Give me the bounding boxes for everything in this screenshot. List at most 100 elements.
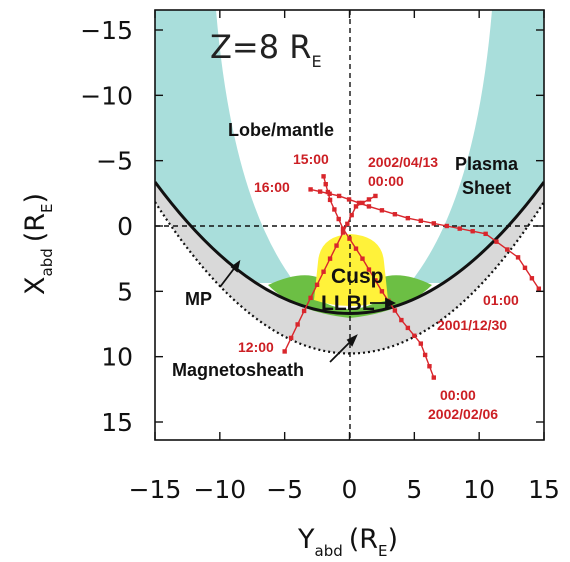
trajectory-marker (392, 212, 398, 217)
traj-label-0000-a: 00:00 (368, 173, 404, 189)
trajectory-marker (332, 207, 337, 212)
mp-label: MP (185, 289, 212, 309)
trajectory-line-2 (284, 195, 376, 352)
trajectory-marker (353, 246, 359, 251)
trajectory-marker (349, 212, 354, 218)
trajectory-marker (457, 226, 462, 231)
trajectory-marker (346, 197, 352, 202)
y-tick-label: 5 (117, 277, 133, 306)
trajectory-marker (399, 317, 404, 323)
traj-label-1500: 15:00 (293, 151, 329, 167)
trajectory-marker (373, 193, 378, 199)
trajectory-marker (321, 269, 326, 274)
trajectory-marker (360, 200, 365, 206)
x-tick-label: 10 (463, 475, 495, 504)
trajectory-marker (336, 193, 342, 199)
trajectory-marker (405, 325, 411, 331)
trajectory-marker (314, 282, 320, 287)
traj-label-date-1230: 2001/12/30 (437, 317, 507, 333)
x-tick-label: −5 (266, 475, 303, 504)
trajectory-marker (366, 267, 372, 272)
plasma-sheet-label-line2: Sheet (462, 178, 511, 198)
plasma-sheet-region-right (410, 10, 544, 283)
trajectory-marker (301, 308, 307, 314)
trajectory-marker (366, 204, 372, 209)
trajectory-marker (483, 231, 488, 237)
y-tick-label: −5 (96, 147, 133, 176)
trajectory-marker (282, 349, 287, 354)
traj-label-date-0413: 2002/04/13 (368, 154, 438, 170)
magnetopause-curve (155, 181, 544, 315)
trajectory-marker (360, 256, 365, 261)
trajectory-marker (470, 229, 475, 234)
trajectory-line-1 (310, 188, 540, 290)
plasma-sheet-region (155, 10, 295, 283)
x-tick-label: 15 (528, 475, 560, 504)
trajectory-marker (405, 215, 411, 221)
sheath-outer-boundary (155, 201, 544, 355)
trajectory-marker (366, 197, 372, 202)
y-tick-label: −15 (80, 16, 133, 45)
x-tick-label: 0 (342, 475, 358, 504)
trajectory-layer (282, 174, 542, 380)
x-axis-label: Yabd(RE) (297, 524, 398, 560)
trajectory-marker (494, 239, 499, 244)
trajectory-marker (427, 364, 432, 369)
x-tick-label: −10 (193, 475, 246, 504)
label-arrows (219, 259, 397, 363)
trajectory-marker (340, 226, 346, 231)
x-tick-label: 5 (406, 475, 422, 504)
x-tick-label: −15 (129, 475, 182, 504)
trajectory-marker (529, 276, 535, 281)
trajectory-marker (536, 286, 542, 291)
traj-label-date-0206: 2002/02/06 (428, 406, 498, 422)
trajectory-marker (392, 308, 398, 313)
trajectory-marker (422, 352, 428, 358)
trajectory-marker (412, 333, 417, 338)
trajectory-marker (418, 341, 424, 346)
lobe-mantle-label: Lobe/mantle (228, 120, 334, 140)
trajectory-marker (431, 375, 436, 380)
traj-label-0000-b: 00:00 (440, 387, 476, 403)
cusp-region (314, 234, 388, 306)
y-tick-label: 0 (117, 212, 133, 241)
magnetosheath-label: Magnetosheath (172, 360, 304, 380)
trajectory-marker (431, 221, 436, 226)
trajectory-marker (295, 322, 300, 327)
llbl-label: LLBL (321, 292, 375, 315)
trajectory-marker (505, 247, 510, 252)
trajectory-marker (321, 174, 326, 179)
trajectory-marker (347, 236, 352, 241)
cusp-label: Cusp (331, 265, 384, 288)
trajectory-marker (356, 200, 362, 206)
trajectory-marker (379, 208, 385, 213)
trajectory-marker (353, 204, 359, 209)
plot-area (155, 10, 544, 440)
trajectory-marker (327, 256, 333, 261)
trajectory-marker (444, 223, 449, 229)
traj-label-1600: 16:00 (254, 179, 290, 195)
y-tick-label: 15 (101, 408, 133, 437)
trajectory-marker (308, 295, 313, 301)
trajectory-marker (373, 278, 378, 283)
y-tick-label: 10 (101, 343, 133, 372)
trajectory-line-0 (322, 176, 435, 378)
magnetosheath-region (155, 182, 544, 354)
trajectory-marker (345, 221, 350, 227)
trajectory-marker (327, 197, 333, 203)
trajectory-marker (308, 187, 313, 192)
plane-label: Z=8 RE (210, 28, 322, 71)
y-axis-label: Xabd(RE) (20, 193, 56, 295)
trajectory-marker (288, 335, 294, 341)
trajectory-marker (379, 289, 385, 294)
trajectory-marker (418, 218, 424, 223)
trajectory-marker (522, 265, 528, 271)
trajectory-marker (323, 181, 328, 187)
trajectory-marker (515, 255, 521, 260)
traj-label-1200: 12:00 (238, 339, 274, 355)
trajectory-marker (327, 191, 332, 196)
trajectory-marker (317, 189, 323, 194)
traj-label-0100: 01:00 (483, 292, 519, 308)
